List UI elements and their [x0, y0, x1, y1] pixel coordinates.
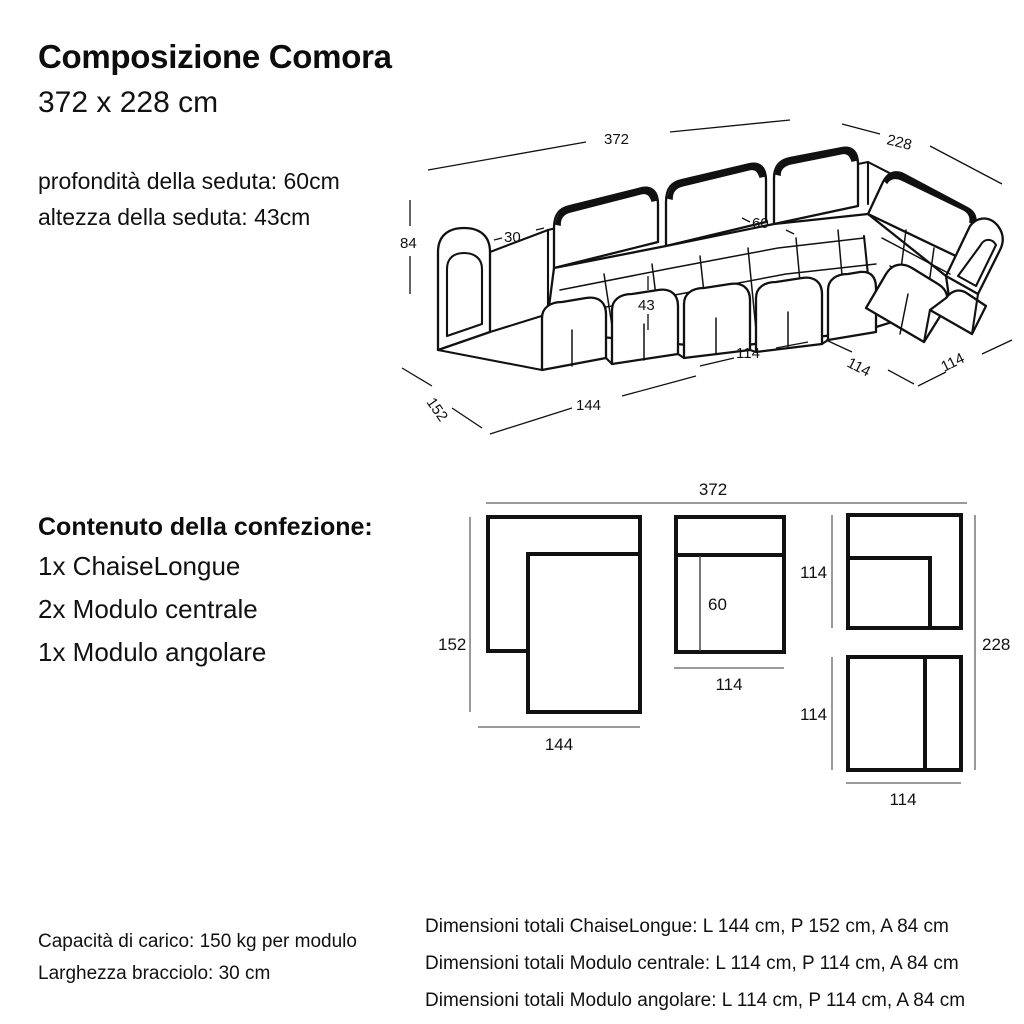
plan-dim-overall-width: 372: [486, 480, 967, 504]
plan-label-114-bottom: 114: [889, 790, 916, 809]
contents-item-corner-module: 1x Modulo angolare: [38, 637, 267, 667]
footer-dims-central-module: Dimensioni totali Modulo centrale: L 114…: [425, 953, 959, 974]
back-cushion-3: [772, 146, 860, 226]
spec-seat-height: altezza della seduta: 43cm: [38, 204, 311, 230]
contents-item-chaiselongue: 1x ChaiseLongue: [38, 551, 241, 581]
central-module-plan: 60 114: [674, 515, 786, 694]
plan-label-114-top: 114: [715, 675, 742, 694]
dim-arm-width: 30: [493, 227, 545, 246]
plan-label-152: 152: [438, 635, 466, 654]
dim-label-114-b: 114: [844, 354, 873, 380]
dim-label-43: 43: [638, 297, 655, 314]
dim-label-84: 84: [400, 235, 417, 252]
back-cushion-1: [552, 186, 660, 270]
dim-overall-width: 372: [427, 119, 791, 171]
module-plan-views: 372 228 152 144 60: [430, 470, 1010, 810]
dim-label-60: 60: [752, 215, 769, 232]
plan-label-60: 60: [708, 595, 727, 614]
dim-label-114-a: 114: [736, 345, 760, 362]
dim-label-372: 372: [604, 131, 629, 148]
dim-module-b: 114: [825, 339, 915, 385]
dim-module-a: 114: [699, 341, 809, 367]
back-cushion-2: [664, 162, 768, 248]
sofa-perspective-drawing: 372 228 84: [390, 118, 1024, 435]
footer-dims-corner-module: Dimensioni totali Modulo angolare: L 114…: [425, 990, 966, 1011]
dim-seat-height: 43: [638, 276, 655, 330]
central-module-plan-2: 114 114: [800, 655, 963, 809]
dim-overall-depth: 228: [841, 123, 1003, 185]
dim-seat-depth: 60: [741, 215, 795, 235]
footer-load-capacity: Capacità di carico: 150 kg per modulo: [38, 931, 357, 952]
contents-title: Contenuto della confezione:: [38, 513, 373, 541]
chaise-longue-plan: 152 144: [438, 515, 642, 754]
plan-label-228: 228: [982, 635, 1010, 654]
contents-item-central-module: 2x Modulo centrale: [38, 594, 258, 624]
dim-label-30: 30: [504, 229, 521, 246]
plan-label-144: 144: [545, 735, 573, 754]
plan-label-372: 372: [699, 480, 727, 499]
plan-label-114-corner: 114: [800, 563, 827, 582]
dim-label-152: 152: [423, 395, 451, 425]
dim-label-144: 144: [576, 397, 601, 414]
dim-module-c: 114: [917, 339, 1013, 387]
footer-armrest-width: Larghezza bracciolo: 30 cm: [38, 963, 271, 984]
seat-cushions-front: [540, 263, 988, 372]
dim-chaise-depth: 152: [401, 367, 483, 429]
dim-chaise-width: 144: [489, 375, 697, 435]
dim-total-height: 84: [400, 200, 417, 294]
page-title: Composizione Comora: [38, 38, 392, 75]
corner-module-plan: 114: [800, 513, 963, 630]
spec-seat-depth: profondità della seduta: 60cm: [38, 168, 340, 194]
dim-label-228: 228: [885, 131, 913, 154]
plan-label-114-bottom-left: 114: [800, 705, 827, 724]
dim-label-114-c: 114: [938, 350, 967, 376]
page-subtitle: 372 x 228 cm: [38, 86, 219, 119]
plan-dim-overall-depth: 228: [974, 515, 1010, 770]
footer-dims-chaiselongue: Dimensioni totali ChaiseLongue: L 144 cm…: [425, 916, 949, 937]
